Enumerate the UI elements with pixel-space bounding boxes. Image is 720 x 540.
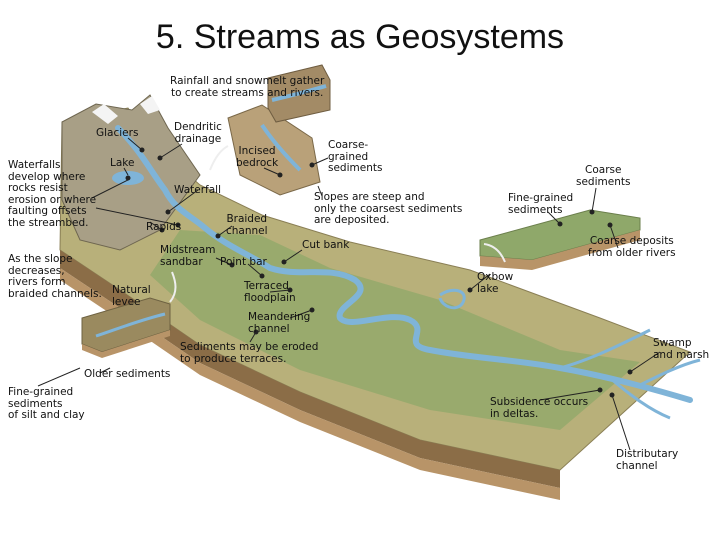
label-meandering-channel: Meandering channel	[248, 311, 311, 335]
label-coarse-grained-sediments: Coarse- grained sediments	[328, 139, 383, 174]
label-coarse-sediments: Coarse sediments	[576, 164, 631, 188]
label-swamp-marsh: Swamp and marsh	[653, 337, 710, 361]
label-slopes: Slopes are steep and only the coarsest s…	[314, 191, 463, 226]
label-point-bar: Point bar	[220, 256, 267, 268]
label-coarse-deposits: Coarse deposits from older rivers	[588, 235, 676, 259]
label-incised-bedrock: Incised bedrock	[236, 145, 279, 169]
label-waterfall: Waterfall	[174, 184, 222, 196]
label-subsidence: Subsidence occurs in deltas.	[490, 396, 589, 420]
label-sediments-eroded: Sediments may be eroded to produce terra…	[180, 341, 319, 365]
label-dendritic-drainage: Dendritic drainage	[174, 121, 222, 145]
label-slope-decreases: As the slope decreases, rivers form brai…	[8, 253, 102, 300]
label-oxbow-lake: Oxbow lake	[477, 271, 514, 295]
label-glaciers: Glaciers	[96, 127, 139, 139]
label-natural-levee: Natural levee	[112, 284, 151, 308]
page-title: 5. Streams as Geosystems	[155, 18, 565, 56]
label-terraced-floodplain: Terraced floodplain	[244, 280, 296, 304]
label-fine-grained-silt-clay: Fine-grained sediments of silt and clay	[8, 386, 85, 421]
label-braided-channel: Braided channel	[226, 213, 268, 237]
label-waterfalls: Waterfalls develop where rocks resist er…	[8, 159, 97, 229]
label-lake: Lake	[110, 157, 135, 169]
label-cut-bank: Cut bank	[302, 239, 350, 251]
label-rainfall: Rainfall and snowmelt gather to create s…	[170, 75, 325, 99]
label-fine-grained-top: Fine-grained sediments	[508, 192, 574, 216]
label-distributary-channel: Distributary channel	[616, 448, 679, 472]
label-midstream-sandbar: Midstream sandbar	[160, 244, 216, 268]
label-older-sediments: Older sediments	[84, 368, 171, 380]
label-rapids: Rapids	[146, 221, 182, 233]
